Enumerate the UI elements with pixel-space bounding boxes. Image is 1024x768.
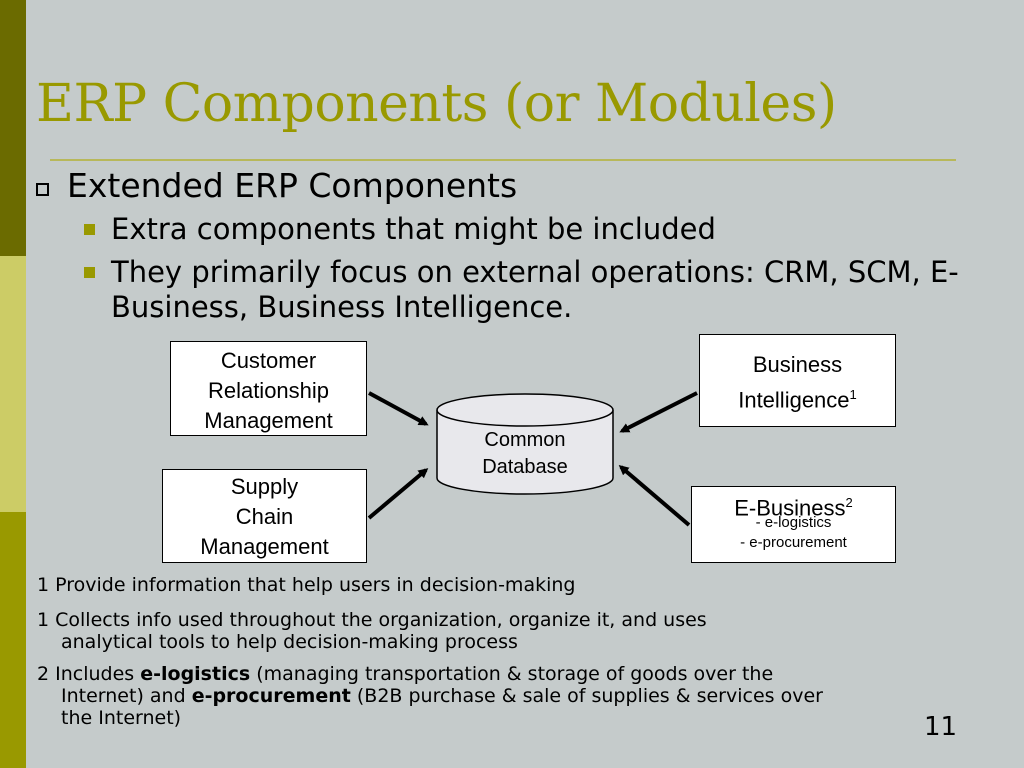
bi-line-text: Intelligence	[738, 387, 850, 413]
footnote-3-bold-1: e-logistics	[140, 663, 251, 685]
arrow-bi-to-db	[619, 391, 698, 433]
footnote-3-line-3: the Internet)	[61, 707, 182, 729]
arrow-eb-to-db	[618, 465, 691, 527]
title-underline	[50, 159, 956, 161]
scm-line: Supply	[230, 474, 299, 499]
main-bullet-text: Extended ERP Components	[67, 166, 518, 205]
hollow-square-bullet-icon	[36, 183, 49, 196]
scm-box: Supply Chain Management	[162, 469, 367, 563]
e-business-box: E-Business2 - e-logistics - e-procuremen…	[691, 486, 896, 563]
sub-bullet-1: Extra components that might be included	[84, 212, 884, 247]
footnote-2-line-1: 1 Collects info used throughout the orga…	[37, 609, 707, 631]
sub-bullet-2: They primarily focus on external operati…	[84, 255, 994, 325]
database-label: Common Database	[435, 427, 615, 481]
footnote-3-text-1: (managing transportation & storage of go…	[250, 663, 774, 685]
eb-title: E-Business2	[692, 490, 895, 521]
footnote-3-prefix: 2 Includes	[37, 663, 141, 685]
footnote-1: 1 Provide information that help users in…	[37, 574, 576, 596]
db-line: Common	[484, 429, 566, 451]
footnote-3-bold-2: e-procurement	[191, 685, 351, 707]
arrow-crm-to-db	[368, 391, 429, 426]
crm-line: Customer	[220, 348, 317, 373]
arrow-scm-to-db	[367, 468, 429, 520]
database-cylinder-top	[436, 393, 614, 427]
eb-item: - e-logistics	[755, 514, 832, 532]
square-bullet-icon	[84, 224, 95, 235]
decorative-stripe-top	[0, 0, 26, 256]
database-cylinder-icon	[436, 410, 614, 495]
business-intelligence-box: Business Intelligence1	[699, 334, 896, 427]
footnote-2: 1 Collects info used throughout the orga…	[37, 609, 707, 653]
scm-line: Chain	[235, 504, 294, 529]
crm-line: Relationship	[207, 378, 330, 403]
footnote-3: 2 Includes e-logistics (managing transpo…	[37, 663, 823, 729]
bi-footnote-marker: 1	[849, 387, 857, 402]
eb-footnote-marker: 2	[845, 495, 853, 510]
square-bullet-icon	[84, 267, 95, 278]
decorative-stripe-middle	[0, 256, 26, 512]
crm-box: Customer Relationship Management	[170, 341, 367, 436]
decorative-stripe-bottom	[0, 512, 26, 768]
footnote-3-line-2: Internet) and e-procurement (B2B purchas…	[37, 685, 823, 707]
scm-line: Management	[200, 534, 329, 559]
bi-line: Business	[752, 352, 843, 377]
crm-line: Management	[204, 408, 333, 433]
eb-item: - e-procurement	[740, 534, 847, 552]
eb-title-text: E-Business	[734, 495, 846, 521]
sub-bullet-text: Extra components that might be included	[111, 212, 716, 246]
footnote-3-text-3: (B2B purchase & sale of supplies & servi…	[350, 685, 823, 707]
bi-line: Intelligence1	[700, 380, 895, 415]
db-line: Database	[482, 456, 568, 478]
page-number: 11	[924, 712, 958, 742]
slide-title: ERP Components (or Modules)	[36, 74, 837, 134]
footnote-3-text-2: Internet) and	[61, 685, 192, 707]
sub-bullet-text: They primarily focus on external operati…	[111, 255, 959, 324]
footnote-2-line-2: analytical tools to help decision-making…	[61, 631, 518, 653]
